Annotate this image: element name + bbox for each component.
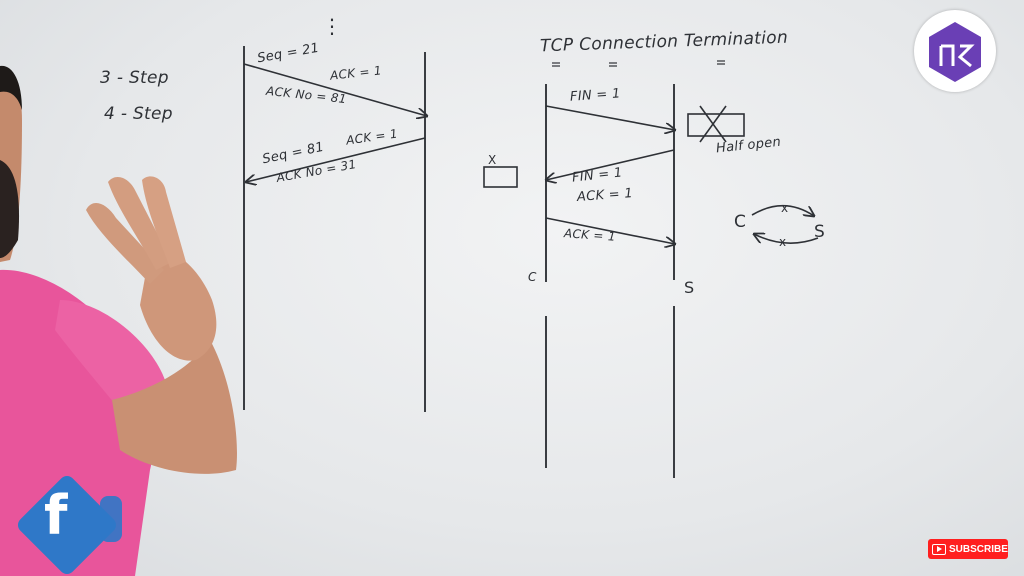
- note-4-step: 4 - Step: [104, 104, 173, 124]
- subscribe-label: SUBSCRIBE: [949, 543, 1008, 555]
- termination-client-label: C: [528, 270, 537, 284]
- client-buffer-box: [483, 166, 518, 188]
- presenter: [0, 65, 237, 576]
- termination-arrow-ack: [545, 217, 675, 244]
- presenter-finger-1: [86, 203, 164, 284]
- subscribe-button[interactable]: SUBSCRIBE: [928, 539, 1008, 559]
- facebook-badge[interactable]: [15, 473, 122, 576]
- handshake-arrow-2: [246, 137, 426, 182]
- presenter-beard: [0, 160, 20, 258]
- side-arrow-bottom-cross: x: [779, 235, 786, 249]
- termination-arrow-fin: [545, 105, 675, 130]
- presenter-hair: [0, 65, 22, 110]
- termination-arrow-fin-ack: [546, 149, 675, 180]
- handshake-top-mark: ⋮: [322, 14, 343, 38]
- presenter-finger-3: [142, 176, 186, 268]
- side-arrow-bottom: [754, 234, 819, 244]
- server-buffer-box: [687, 113, 745, 137]
- presenter-arm: [112, 340, 237, 474]
- server-box-cross-2: [699, 105, 727, 143]
- note-3-step: 3 - Step: [100, 68, 169, 88]
- termination-server-label: S: [684, 278, 695, 297]
- side-diagram-server: S: [814, 222, 826, 242]
- channel-logo[interactable]: [914, 10, 996, 92]
- play-icon: [932, 543, 946, 555]
- facebook-letter: f: [44, 484, 68, 547]
- client-box-cross: X: [488, 153, 497, 167]
- side-diagram-client: C: [734, 212, 747, 232]
- presenter-finger-2: [108, 177, 172, 270]
- side-arrow-top-cross: x: [781, 201, 788, 215]
- presenter-hand: [140, 249, 217, 361]
- presenter-sleeve: [55, 300, 165, 410]
- handshake-arrow-1: [243, 63, 427, 116]
- side-arrow-top: [751, 205, 814, 216]
